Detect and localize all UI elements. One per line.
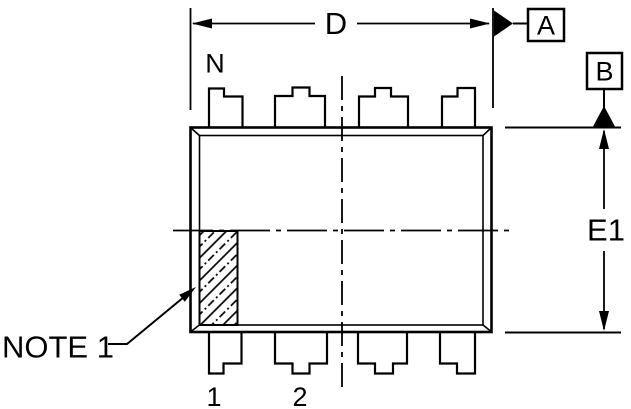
lead-top-2 <box>273 86 327 127</box>
lead-top-4 <box>440 86 477 127</box>
dim-d-arrow-right <box>470 18 490 29</box>
lead-top-3 <box>357 86 410 127</box>
lead-bottom-1 <box>207 332 243 375</box>
dim-d-label: D <box>325 6 347 41</box>
dimension-e1: E1 <box>505 126 625 334</box>
lead-bottom-4 <box>438 332 477 375</box>
note1-label: NOTE 1 <box>2 330 114 365</box>
pin-1-number-label: 1 <box>206 382 221 409</box>
note1-callout: NOTE 1 <box>2 287 196 365</box>
datum-a-label: A <box>537 11 555 41</box>
note1-leader-line <box>108 291 191 345</box>
datum-a-triangle-icon <box>494 10 513 37</box>
dim-e1-arrow-down <box>599 311 609 331</box>
dim-e1-arrow-up <box>599 129 609 149</box>
dimension-d: D <box>189 6 494 110</box>
package-body-inner-edge <box>198 134 484 326</box>
pin1-index-hatched-area <box>198 230 239 326</box>
datum-a-box <box>526 7 566 43</box>
lead-bottom-2 <box>273 332 329 375</box>
package-body-outer-edge <box>189 126 493 334</box>
datum-b-flag: B <box>585 51 624 128</box>
datum-b-label: B <box>595 57 613 87</box>
pin-count-label: N <box>205 49 225 79</box>
note1-leader-arrow <box>179 287 196 302</box>
dim-d-arrow-left <box>192 18 212 29</box>
datum-b-triangle-icon <box>592 106 616 128</box>
datum-a-flag: A <box>494 7 566 43</box>
lead-top-1 <box>207 87 244 127</box>
lead-bottom-3 <box>356 332 409 375</box>
dim-e1-label: E1 <box>587 213 625 248</box>
pin-2-number-label: 2 <box>292 382 307 409</box>
package-corner-chamfers <box>190 127 492 333</box>
